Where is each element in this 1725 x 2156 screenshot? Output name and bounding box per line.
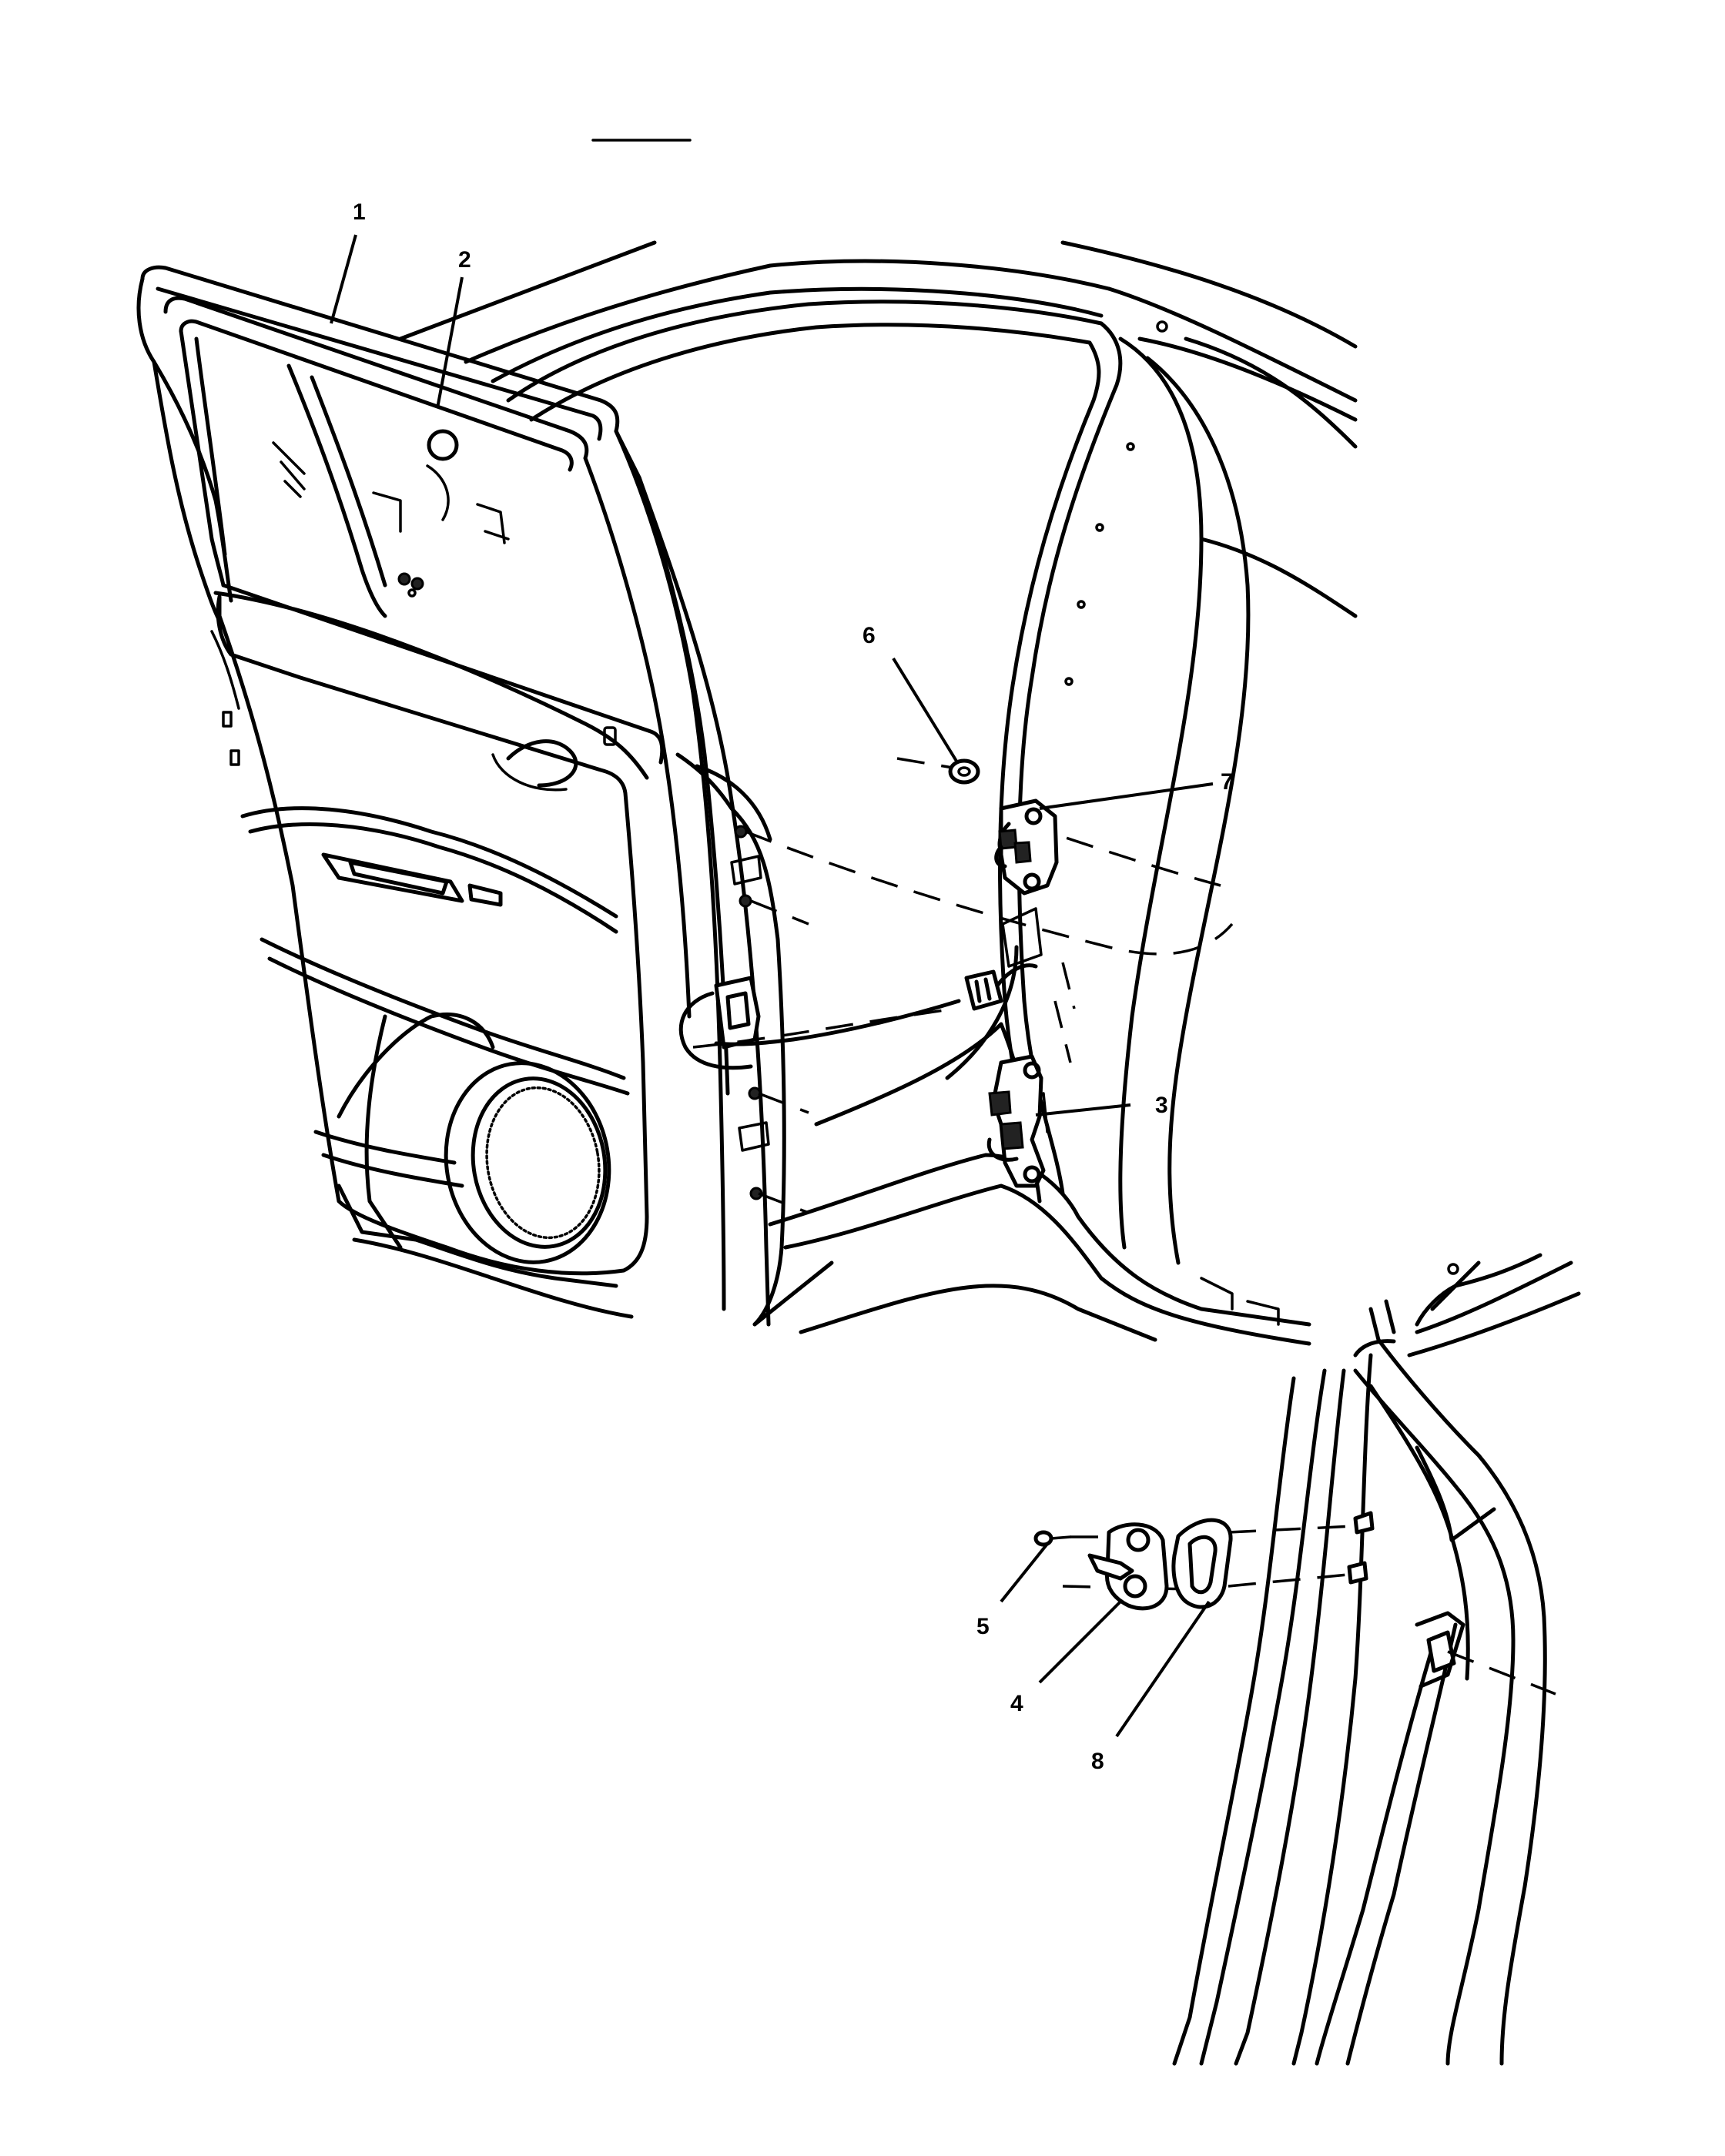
assembly-lines [692,757,1234,1214]
speaker-grille [444,1061,611,1264]
callout-1: 1 [353,199,366,225]
upper-hinge [994,798,1059,896]
callout-7: 7 [1221,769,1234,795]
rear-door [136,265,786,1327]
striker-inset [1033,1253,1581,2066]
callouts: 1 2 3 4 5 6 7 8 [353,199,1234,1774]
callout-5: 5 [976,1614,990,1639]
door-edge-mounting-points [678,825,770,1200]
hinge-nut [948,758,980,785]
wiring-connector [714,963,1038,1046]
callout-6: 6 [862,623,876,648]
leader-lines [330,234,1214,1738]
callout-2: 2 [458,247,471,273]
callout-8: 8 [1091,1749,1104,1774]
callout-3: 3 [1155,1093,1168,1118]
lower-hinge [986,1054,1049,1188]
callout-4: 4 [1010,1691,1023,1716]
